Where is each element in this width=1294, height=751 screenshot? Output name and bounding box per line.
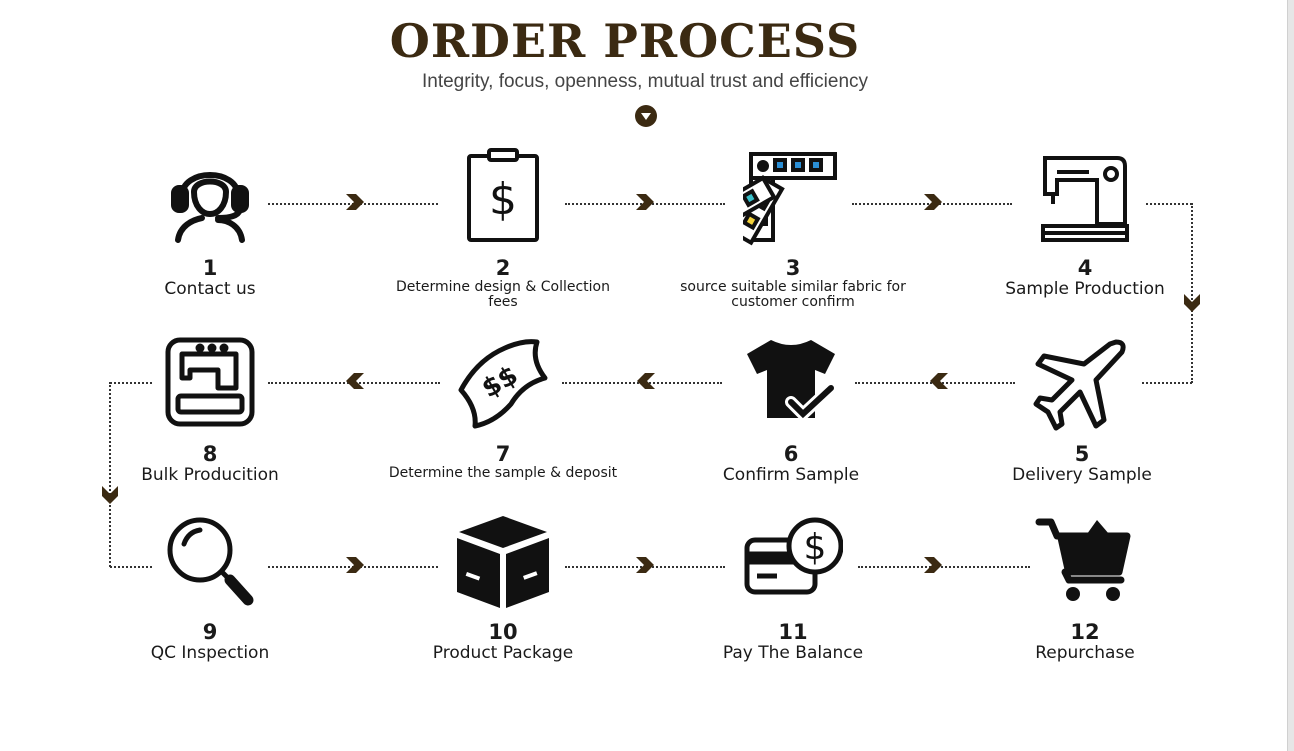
step-9: 9 QC Inspection bbox=[90, 512, 330, 663]
step-10: 10 Product Package bbox=[383, 512, 623, 663]
step-label: Contact us bbox=[164, 279, 256, 299]
step-number: 5 bbox=[1074, 442, 1090, 466]
step-12: 12 Repurchase bbox=[965, 512, 1205, 663]
step-6: 6 Confirm Sample bbox=[671, 334, 911, 485]
svg-text:$: $ bbox=[804, 527, 827, 568]
step-number: 10 bbox=[488, 620, 518, 644]
step-7: $$ 7 Determine the sample & deposit bbox=[383, 334, 623, 481]
step-5: 5 Delivery Sample bbox=[962, 334, 1202, 485]
page-title: ORDER PROCESS bbox=[389, 14, 861, 68]
step-number: 1 bbox=[202, 256, 218, 280]
chevron-left-icon bbox=[637, 373, 655, 389]
page-subtitle: Integrity, focus, openness, mutual trust… bbox=[421, 71, 869, 92]
connector-line bbox=[1146, 203, 1192, 205]
step-label: Product Package bbox=[432, 643, 574, 663]
step-label: Sample Production bbox=[1005, 279, 1165, 299]
step-label: Repurchase bbox=[1035, 643, 1135, 663]
clipboard-dollar-icon: $ bbox=[467, 148, 539, 242]
down-triangle-badge-icon bbox=[635, 105, 657, 127]
step-label: Determine design & Collection fees bbox=[396, 279, 610, 310]
chevron-right-icon bbox=[346, 194, 364, 210]
connector-line bbox=[858, 566, 1030, 568]
step-3: 3 source suitable similar fabric for cus… bbox=[673, 148, 913, 310]
step-label: Pay The Balance bbox=[722, 643, 864, 663]
headset-support-icon bbox=[171, 172, 249, 243]
svg-text:$: $ bbox=[489, 174, 517, 225]
step-label: Bulk Producition bbox=[141, 465, 279, 485]
chevron-right-icon bbox=[924, 557, 942, 573]
connector-line bbox=[110, 382, 152, 384]
step-1: 1 Contact us bbox=[90, 148, 330, 299]
chevron-right-icon bbox=[636, 194, 654, 210]
step-number: 4 bbox=[1077, 256, 1093, 280]
step-11: $ 11 Pay The Balance bbox=[673, 512, 913, 663]
chevron-right-icon bbox=[924, 194, 942, 210]
tshirt-check-icon bbox=[747, 340, 837, 423]
package-box-icon bbox=[457, 516, 549, 608]
step-label: QC Inspection bbox=[150, 643, 270, 663]
connector-line bbox=[1142, 382, 1192, 384]
chevron-down-icon bbox=[1184, 294, 1200, 312]
step-label: Confirm Sample bbox=[722, 465, 860, 485]
chevron-right-icon bbox=[346, 557, 364, 573]
airplane-icon bbox=[1033, 339, 1126, 431]
step-2: $ 2 Determine design & Collection fees bbox=[383, 148, 623, 310]
step-number: 6 bbox=[783, 442, 799, 466]
chevron-left-icon bbox=[346, 373, 364, 389]
step-number: 9 bbox=[202, 620, 218, 644]
step-label: source suitable similar fabric for custo… bbox=[680, 279, 906, 310]
scrollbar-edge[interactable] bbox=[1287, 0, 1294, 751]
connector-line bbox=[110, 566, 152, 568]
card-dollar-icon: $ bbox=[744, 517, 843, 595]
step-number: 3 bbox=[785, 256, 801, 280]
step-number: 8 bbox=[202, 442, 218, 466]
step-number: 2 bbox=[495, 256, 511, 280]
banknote-icon: $$ bbox=[458, 339, 548, 429]
step-number: 11 bbox=[778, 620, 808, 644]
chevron-down-icon bbox=[102, 486, 118, 504]
step-number: 12 bbox=[1070, 620, 1100, 644]
sewing-machine-icon bbox=[1041, 156, 1129, 242]
chevron-left-icon bbox=[930, 373, 948, 389]
step-label: Determine the sample & deposit bbox=[388, 465, 618, 481]
step-label: Delivery Sample bbox=[1012, 465, 1152, 485]
step-number: 7 bbox=[495, 442, 511, 466]
step-4: 4 Sample Production bbox=[965, 148, 1205, 299]
industrial-sewing-machine-icon bbox=[165, 337, 255, 427]
step-8: 8 Bulk Producition bbox=[90, 334, 330, 485]
connector-line bbox=[109, 382, 111, 567]
shopping-cart-icon bbox=[1035, 518, 1131, 601]
chevron-right-icon bbox=[636, 557, 654, 573]
connector-line bbox=[1191, 203, 1193, 383]
fabric-swatch-icon bbox=[743, 152, 837, 246]
magnifier-icon bbox=[167, 517, 254, 606]
